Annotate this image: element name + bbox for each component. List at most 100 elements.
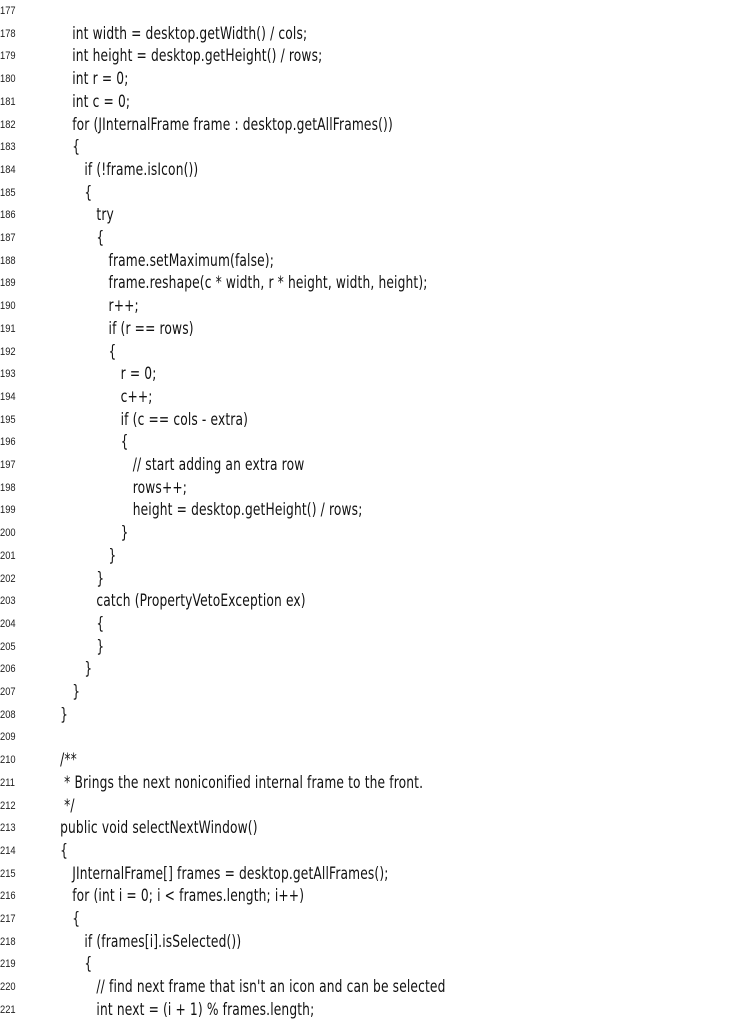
line-number: 210 [0,754,16,767]
line-code: } [48,545,117,566]
code-line: 191 if (r == rows) [0,318,730,341]
line-code: r++; [48,296,139,317]
line-code: { [48,840,69,861]
line-code: } [48,659,93,680]
line-code: { [48,954,93,975]
line-number: 185 [0,186,16,199]
code-line: 218 if (frames[i].isSelected()) [0,931,730,954]
line-code: int r = 0; [48,69,129,90]
line-number: 189 [0,277,16,290]
line-code: // start adding an extra row [48,455,305,475]
line-number: 184 [0,163,16,176]
line-code: height = desktop.getHeight() / rows; [48,500,363,521]
line-code: c++; [48,386,153,407]
line-number: 200 [0,527,16,540]
line-number: 201 [0,549,16,562]
code-line: 181 int c = 0; [0,91,730,114]
code-line: 186 try [0,204,730,227]
code-line: 178 int width = desktop.getWidth() / col… [0,23,730,46]
code-line: 184 if (!frame.isIcon()) [0,159,730,182]
line-number: 207 [0,686,16,698]
line-code: for (JInternalFrame frame : desktop.getA… [48,114,393,135]
line-number: 188 [0,254,16,267]
line-code: } [48,682,81,702]
line-number: 217 [0,913,16,925]
code-line: 194 c++; [0,386,730,409]
code-line: 177 [0,0,730,23]
line-number: 198 [0,481,16,494]
code-line: 199 height = desktop.getHeight() / rows; [0,499,730,522]
code-line: 185 { [0,182,730,205]
line-number: 194 [0,390,16,403]
code-line: 196 { [0,431,730,454]
line-code: } [48,704,69,725]
line-number: 205 [0,640,16,653]
line-number: 209 [0,731,16,744]
line-number: 220 [0,981,16,994]
code-line: 192 { [0,341,730,364]
code-line: 182 for (JInternalFrame frame : desktop.… [0,114,730,137]
code-line: 195 if (c == cols - extra) [0,409,730,432]
line-code: if (!frame.isIcon()) [48,159,199,180]
code-line: 188 frame.setMaximum(false); [0,250,730,273]
code-line: 221 int next = (i + 1) % frames.length; [0,999,730,1022]
line-number: 191 [0,322,16,335]
line-code: try [48,205,114,226]
code-line: 201 } [0,545,730,568]
line-number: 192 [0,345,16,358]
line-number: 218 [0,935,16,948]
code-line: 202 } [0,568,730,591]
line-code: } [48,523,129,544]
line-number: 204 [0,617,16,630]
line-number: 221 [0,1003,16,1016]
line-number: 219 [0,958,16,971]
code-line: 207 } [0,681,730,704]
line-code: { [48,432,129,453]
line-number: 180 [0,73,16,86]
line-code: { [48,909,81,929]
code-line: 180 int r = 0; [0,68,730,91]
line-number: 203 [0,595,16,608]
line-number: 208 [0,708,16,721]
line-number: 190 [0,300,16,313]
code-line: 187 { [0,227,730,250]
code-line: 183 { [0,136,730,159]
code-line: 197 // start adding an extra row [0,454,730,477]
line-number: 211 [0,776,15,789]
line-code: frame.setMaximum(false); [48,250,274,271]
code-line: 220 // find next frame that isn't an ico… [0,976,730,999]
line-code: r = 0; [48,364,157,385]
line-number: 187 [0,232,16,244]
line-code: if (frames[i].isSelected()) [48,931,242,952]
line-number: 178 [0,27,16,40]
code-line: 216 for (int i = 0; i < frames.length; i… [0,885,730,908]
line-code: frame.reshape(c * width, r * height, wid… [48,273,428,294]
line-number: 195 [0,413,16,426]
line-number: 179 [0,50,16,63]
code-line: 217 { [0,908,730,931]
line-code: { [48,137,81,158]
line-number: 182 [0,118,16,131]
line-code: public void selectNextWindow() [48,818,258,839]
code-line: 211 * Brings the next noniconified inter… [0,772,730,795]
code-line: 215 JInternalFrame[] frames = desktop.ge… [0,863,730,886]
line-code: { [48,613,105,634]
line-code: { [48,182,93,203]
code-line: 179 int height = desktop.getHeight() / r… [0,45,730,68]
line-number: 212 [0,799,16,812]
line-code: if (r == rows) [48,318,194,339]
line-code: int height = desktop.getHeight() / rows; [48,46,323,67]
code-line: 193 r = 0; [0,363,730,386]
line-code: { [48,341,117,362]
line-number: 181 [0,95,16,108]
line-code: if (c == cols - extra) [48,409,249,430]
line-number: 186 [0,209,16,222]
line-code: catch (PropertyVetoException ex) [48,591,306,612]
code-line: 208 } [0,704,730,727]
line-code: JInternalFrame[] frames = desktop.getAll… [48,863,389,884]
line-code: int c = 0; [48,91,131,112]
line-number: 215 [0,867,16,880]
line-code: // find next frame that isn't an icon an… [48,977,446,998]
code-line: 203 catch (PropertyVetoException ex) [0,590,730,613]
